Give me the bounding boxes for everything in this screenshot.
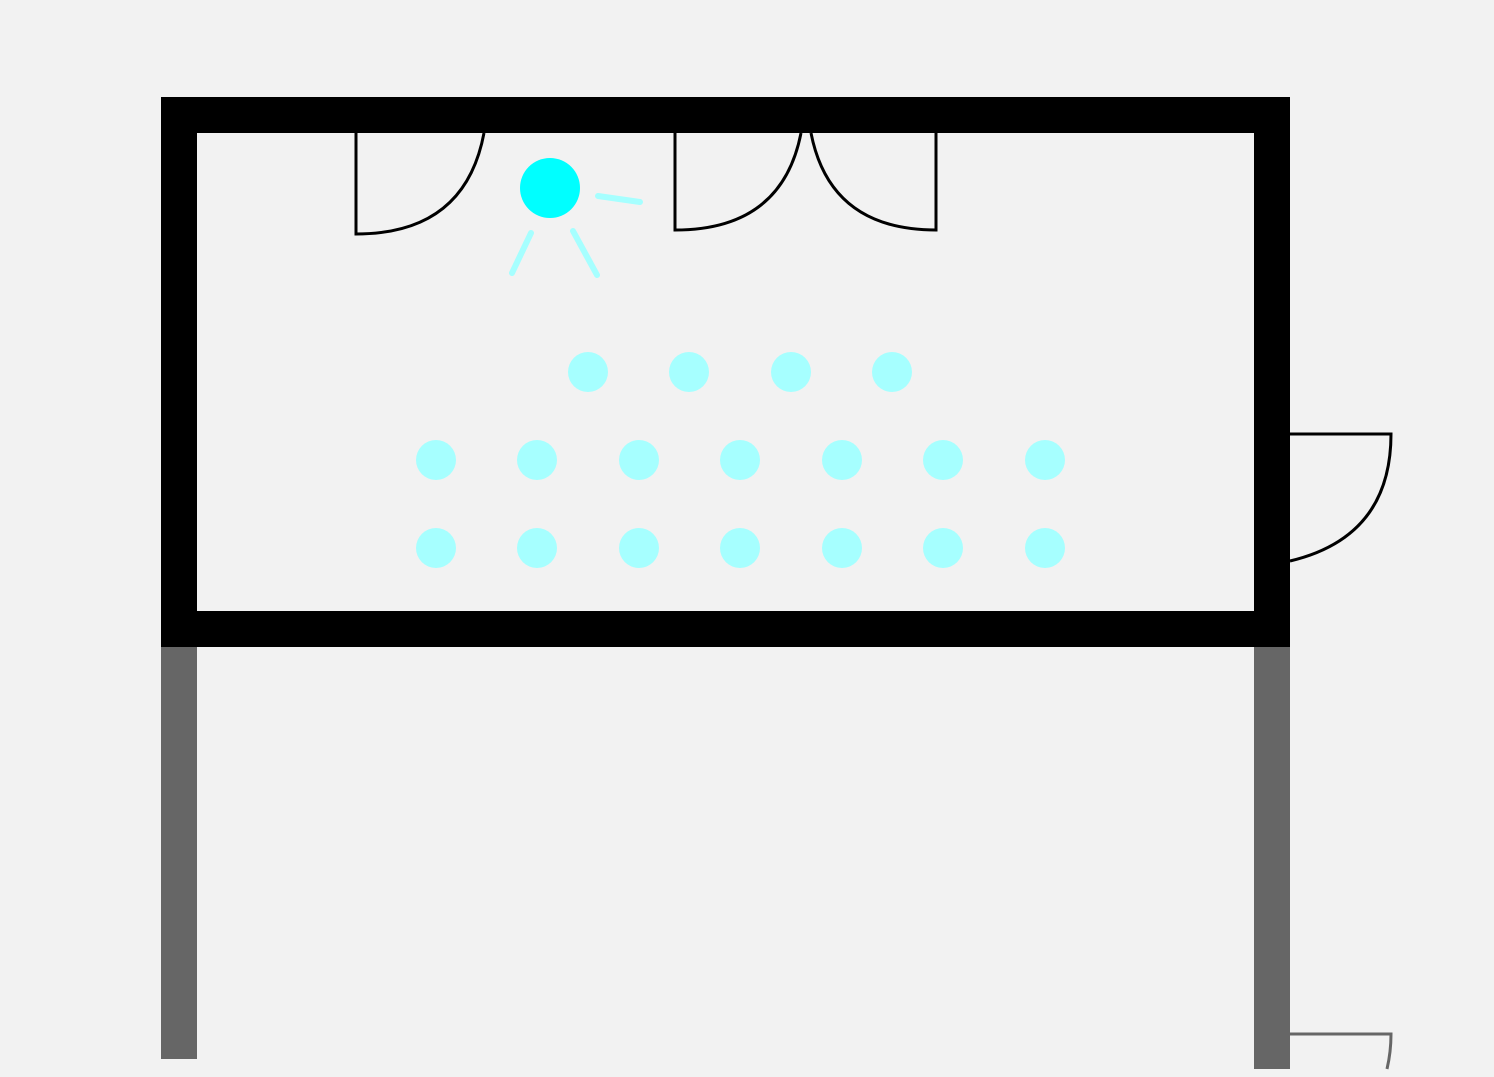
- audience-member[interactable]: [822, 440, 862, 480]
- door-top-3[interactable]: [809, 132, 938, 232]
- audience-member[interactable]: [669, 352, 709, 392]
- audience-member[interactable]: [619, 528, 659, 568]
- vision-ray-2: [509, 230, 534, 276]
- audience-member[interactable]: [923, 440, 963, 480]
- audience-member[interactable]: [720, 440, 760, 480]
- door-right[interactable]: [1289, 432, 1393, 563]
- audience-member[interactable]: [872, 352, 912, 392]
- outside-wall-right: [1254, 646, 1290, 1069]
- audience-member[interactable]: [771, 352, 811, 392]
- wall-bottom: [161, 611, 1290, 647]
- vision-ray-3: [570, 228, 600, 278]
- door-top-2[interactable]: [673, 132, 803, 232]
- wall-right: [1254, 97, 1290, 647]
- audience: [416, 352, 1065, 568]
- outside-wall-left: [161, 646, 197, 1059]
- door-top-1[interactable]: [354, 132, 486, 236]
- audience-member[interactable]: [416, 440, 456, 480]
- audience-member[interactable]: [822, 528, 862, 568]
- audience-member[interactable]: [619, 440, 659, 480]
- vision-ray-1: [595, 193, 643, 205]
- outside-door[interactable]: [1290, 1032, 1393, 1070]
- audience-member[interactable]: [568, 352, 608, 392]
- wall-top: [161, 97, 1290, 133]
- player-character[interactable]: [520, 158, 580, 218]
- room-walls: [161, 97, 1290, 647]
- audience-member[interactable]: [1025, 440, 1065, 480]
- audience-member[interactable]: [517, 528, 557, 568]
- audience-member[interactable]: [517, 440, 557, 480]
- audience-member[interactable]: [1025, 528, 1065, 568]
- audience-member[interactable]: [720, 528, 760, 568]
- audience-member[interactable]: [416, 528, 456, 568]
- player-vision-rays: [509, 193, 643, 278]
- audience-member[interactable]: [923, 528, 963, 568]
- wall-left: [161, 97, 197, 647]
